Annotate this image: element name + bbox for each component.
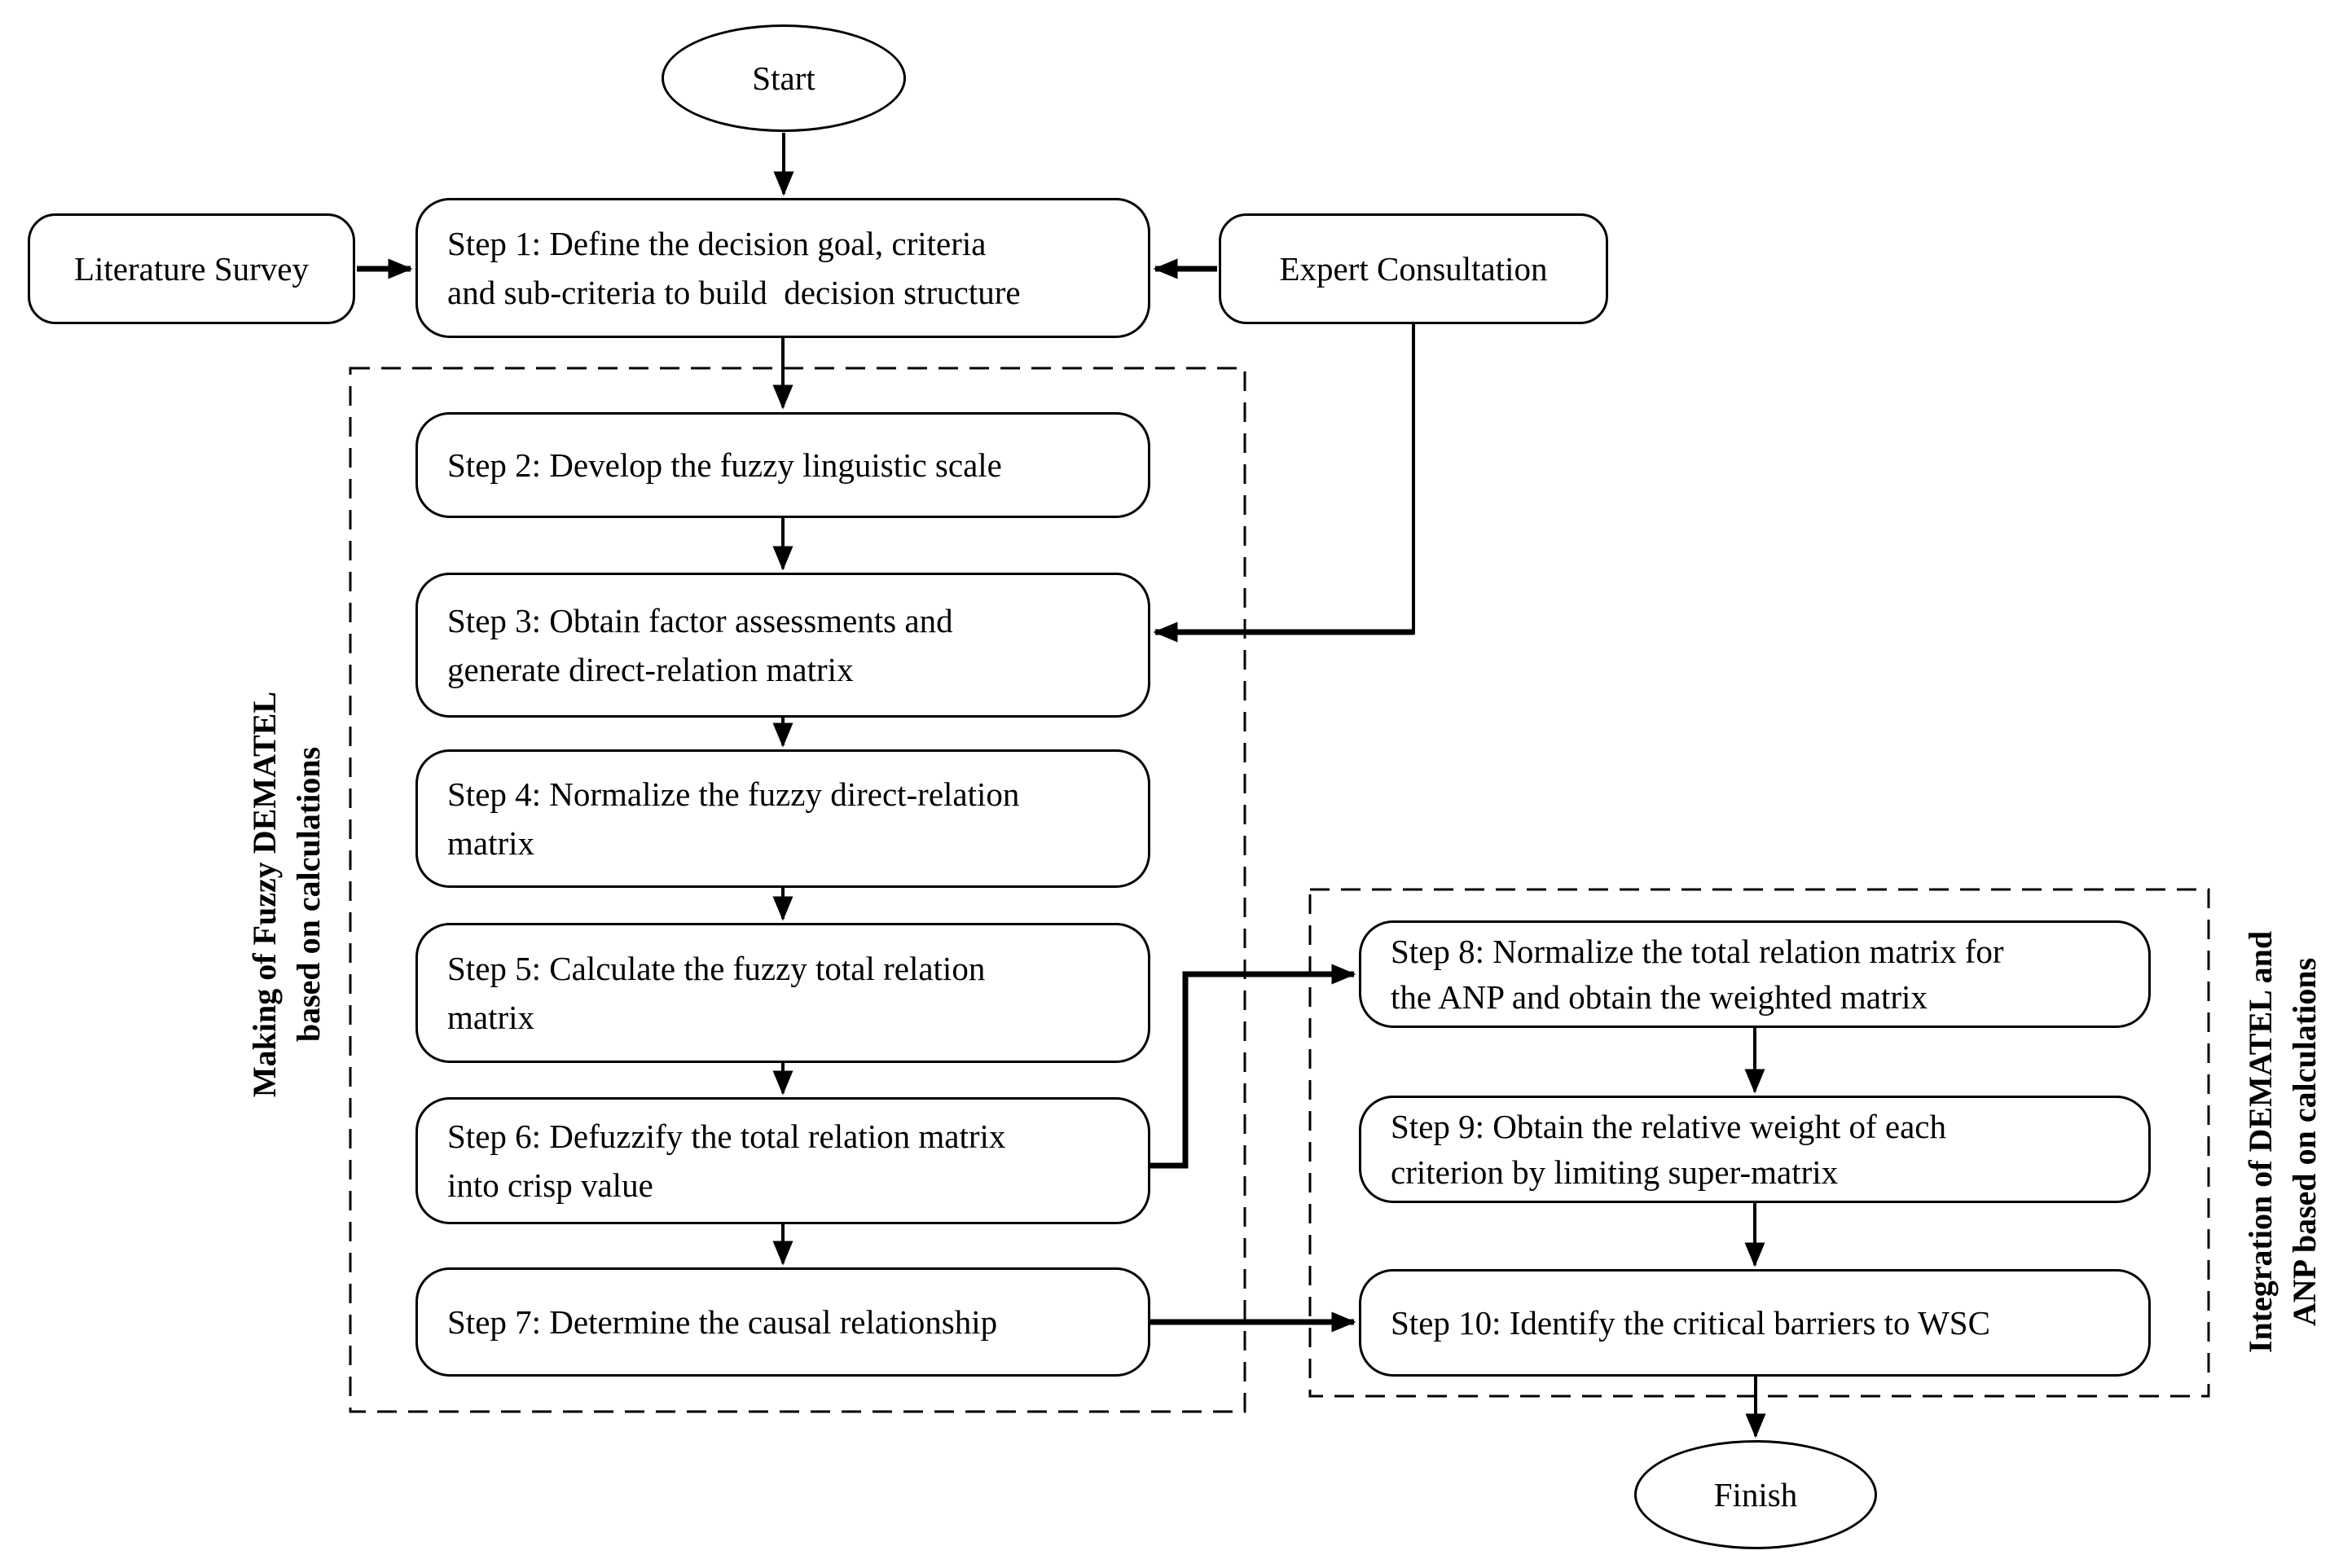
step-5-node: Step 5: Calculate the fuzzy total relati… (415, 923, 1150, 1063)
finish-node: Finish (1634, 1440, 1877, 1549)
step-4-node: Step 4: Normalize the fuzzy direct-relat… (415, 749, 1150, 888)
step-9-node: Step 9: Obtain the relative weight of ea… (1359, 1096, 2151, 1203)
step-8-label: Step 8: Normalize the total relation mat… (1391, 933, 2004, 1016)
step-7-node: Step 7: Determine the causal relationshi… (415, 1267, 1150, 1377)
step-8-node: Step 8: Normalize the total relation mat… (1359, 920, 2151, 1028)
step-7-label: Step 7: Determine the causal relationshi… (447, 1303, 998, 1341)
expert-consultation-node: Expert Consultation (1219, 213, 1608, 324)
step-10-label: Step 10: Identify the critical barriers … (1391, 1304, 1990, 1342)
step-6-label: Step 6: Defuzzify the total relation mat… (447, 1118, 1006, 1204)
step-2-label: Step 2: Develop the fuzzy linguistic sca… (447, 446, 1002, 484)
step-5-label: Step 5: Calculate the fuzzy total relati… (447, 950, 986, 1036)
start-node: Start (662, 24, 906, 132)
fuzzy-dematel-group-label: Making of Fuzzy DEMATEL based on calcula… (246, 691, 327, 1098)
step-3-label: Step 3: Obtain factor assessments and ge… (447, 602, 953, 688)
literature-survey-label: Literature Survey (73, 250, 310, 288)
fuzzy-dematel-group-border (349, 367, 1246, 1413)
step-4-label: Step 4: Normalize the fuzzy direct-relat… (447, 775, 1020, 862)
arrow-step6-to-step8 (1150, 964, 1356, 1169)
step-10-node: Step 10: Identify the critical barriers … (1359, 1269, 2151, 1377)
start-label: Start (752, 59, 815, 97)
step-1-label: Step 1: Define the decision goal, criter… (447, 225, 1021, 311)
step-2-node: Step 2: Develop the fuzzy linguistic sca… (415, 412, 1150, 518)
step-9-label: Step 9: Obtain the relative weight of ea… (1391, 1108, 1946, 1191)
finish-label: Finish (1713, 1476, 1798, 1513)
dematel-anp-group-label: Integration of DEMATEL and ANP based on … (2242, 930, 2323, 1354)
literature-survey-node: Literature Survey (28, 213, 355, 324)
step-1-node: Step 1: Define the decision goal, criter… (415, 198, 1150, 338)
step-6-node: Step 6: Defuzzify the total relation mat… (415, 1097, 1150, 1224)
step-3-node: Step 3: Obtain factor assessments and ge… (415, 573, 1150, 718)
expert-consultation-label: Expert Consultation (1279, 250, 1548, 288)
